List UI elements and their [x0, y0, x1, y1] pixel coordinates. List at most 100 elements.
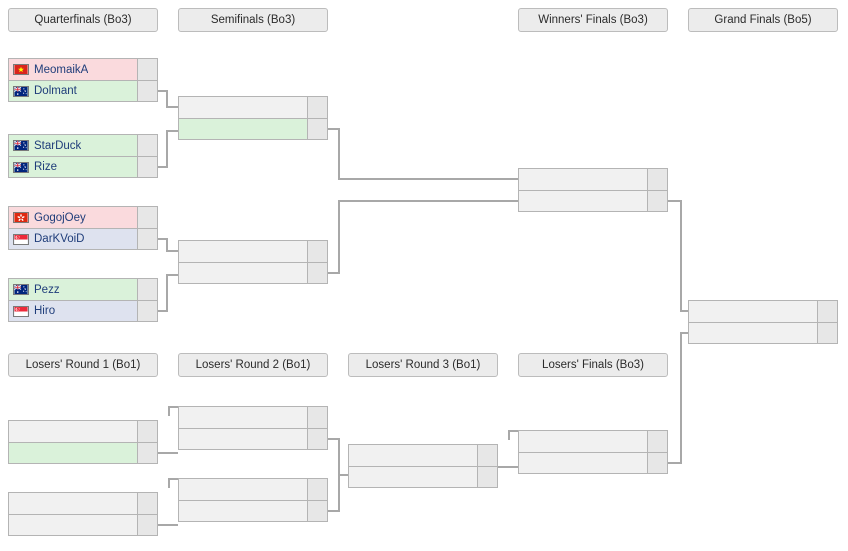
match-lr1-1[interactable]	[8, 420, 158, 464]
score-cell	[817, 301, 837, 322]
match-row[interactable]	[179, 97, 327, 118]
match-row[interactable]: Rize	[9, 156, 157, 177]
match-row[interactable]	[179, 118, 327, 139]
opponent-cell: Pezz	[9, 279, 137, 300]
match-row[interactable]	[9, 493, 157, 514]
match-row[interactable]: StarDuck	[9, 135, 157, 156]
match-row[interactable]	[519, 431, 667, 452]
match-lr2-1[interactable]	[178, 406, 328, 450]
connector-qf2-in	[166, 130, 178, 132]
player-name: Rize	[34, 161, 58, 173]
match-row[interactable]: Hiro	[9, 300, 157, 321]
opponent-cell	[9, 421, 137, 442]
round-header-losers-round-2[interactable]: Losers' Round 2 (Bo1)	[178, 353, 328, 377]
match-row[interactable]: GogojOey	[9, 207, 157, 228]
score-cell	[647, 169, 667, 190]
opponent-cell: DarKVoiD	[9, 229, 137, 249]
match-row[interactable]	[689, 301, 837, 322]
match-row[interactable]: MeomaikA	[9, 59, 157, 80]
score-cell	[477, 445, 497, 466]
score-cell	[137, 493, 157, 514]
match-row[interactable]	[9, 421, 157, 442]
connector-lr2a-out	[328, 438, 340, 440]
connector-lf-up	[680, 332, 682, 464]
connector-qf2-out	[158, 166, 168, 168]
match-lr3-1[interactable]	[348, 444, 498, 488]
opponent-cell	[179, 119, 307, 139]
match-row[interactable]	[179, 241, 327, 262]
match-row[interactable]	[179, 262, 327, 283]
match-row[interactable]: Dolmant	[9, 80, 157, 101]
round-header-semifinals[interactable]: Semifinals (Bo3)	[178, 8, 328, 32]
opponent-cell	[179, 263, 307, 283]
match-row[interactable]: Pezz	[9, 279, 157, 300]
connector-qf1-in	[166, 106, 178, 108]
connector-lr2a-feed	[168, 406, 178, 408]
opponent-cell	[349, 445, 477, 466]
connector-lr1a-out	[158, 452, 178, 454]
match-row[interactable]	[9, 514, 157, 535]
player-name: GogojOey	[34, 211, 86, 224]
opponent-cell	[179, 241, 307, 262]
round-header-losers-finals[interactable]: Losers' Finals (Bo3)	[518, 353, 668, 377]
match-lf-1[interactable]	[518, 430, 668, 474]
opponent-cell	[519, 191, 647, 211]
match-lr2-2[interactable]	[178, 478, 328, 522]
opponent-cell: Hiro	[9, 301, 137, 321]
score-cell	[307, 479, 327, 500]
connector-sf1-in	[338, 178, 518, 180]
score-cell	[137, 81, 157, 101]
flag-icon-vietnam	[13, 64, 29, 75]
score-cell	[307, 407, 327, 428]
score-cell	[477, 467, 497, 487]
round-header-quarterfinals[interactable]: Quarterfinals (Bo3)	[8, 8, 158, 32]
match-row[interactable]	[179, 479, 327, 500]
connector-lr2b-out	[328, 510, 340, 512]
score-cell	[817, 323, 837, 343]
match-row[interactable]	[519, 452, 667, 473]
match-sf-1[interactable]	[178, 96, 328, 140]
match-row[interactable]	[349, 466, 497, 487]
round-header-losers-round-3[interactable]: Losers' Round 3 (Bo1)	[348, 353, 498, 377]
player-name: StarDuck	[34, 139, 82, 152]
match-lr1-2[interactable]	[8, 492, 158, 536]
match-qf-1[interactable]: MeomaikA Dolmant	[8, 58, 158, 102]
score-cell	[307, 429, 327, 449]
opponent-cell	[179, 429, 307, 449]
round-header-losers-round-1[interactable]: Losers' Round 1 (Bo1)	[8, 353, 158, 377]
match-row[interactable]	[349, 445, 497, 466]
round-header-grand-finals[interactable]: Grand Finals (Bo5)	[688, 8, 838, 32]
score-cell	[137, 135, 157, 156]
connector-lr2a-down	[338, 438, 340, 476]
match-row[interactable]: DarKVoiD	[9, 228, 157, 249]
round-header-winners-finals[interactable]: Winners' Finals (Bo3)	[518, 8, 668, 32]
connector-qf4-out	[158, 310, 168, 312]
opponent-cell	[519, 431, 647, 452]
player-name: Dolmant	[34, 85, 77, 97]
connector-lr2a-in	[338, 474, 348, 476]
connector-sf1-out	[328, 128, 340, 130]
connector-qf2-up	[166, 130, 168, 168]
match-row[interactable]	[179, 407, 327, 428]
connector-lr3-out	[498, 466, 518, 468]
player-name: Pezz	[34, 283, 60, 296]
match-sf-2[interactable]	[178, 240, 328, 284]
opponent-cell	[689, 323, 817, 343]
match-wf-1[interactable]	[518, 168, 668, 212]
match-row[interactable]	[179, 500, 327, 521]
flag-icon-hongkong	[13, 212, 29, 223]
opponent-cell	[9, 443, 137, 463]
flag-icon-singapore	[13, 305, 29, 317]
player-name: DarKVoiD	[34, 233, 85, 245]
match-row[interactable]	[689, 322, 837, 343]
score-cell	[137, 229, 157, 249]
match-gf-1[interactable]	[688, 300, 838, 344]
match-row[interactable]	[519, 169, 667, 190]
match-row[interactable]	[179, 428, 327, 449]
match-row[interactable]	[519, 190, 667, 211]
match-row[interactable]	[9, 442, 157, 463]
score-cell	[307, 241, 327, 262]
